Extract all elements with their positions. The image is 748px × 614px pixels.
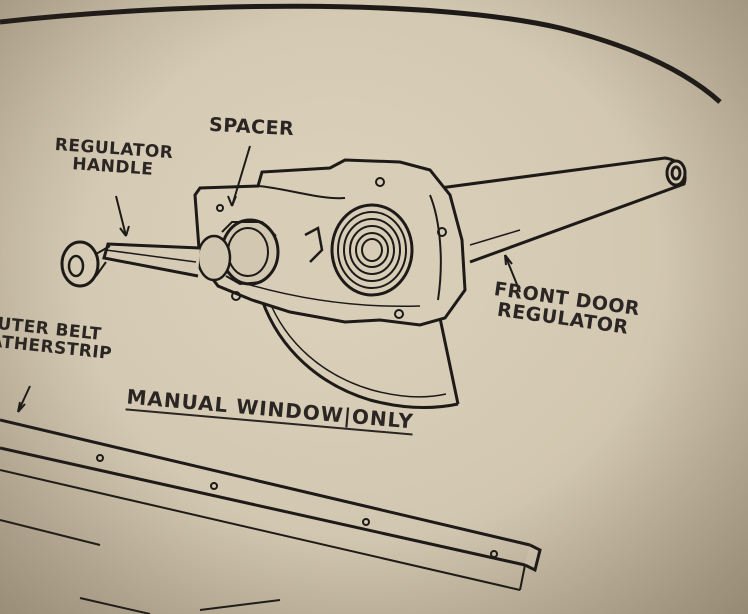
- manual-caption-part2: ONLY: [350, 404, 415, 434]
- regulator-arm: [439, 156, 687, 264]
- spiral-spring: [304, 203, 414, 297]
- spacer-label: SPACER: [208, 113, 295, 141]
- regulator-handle: [60, 240, 201, 288]
- page-border-curve: [0, 3, 722, 104]
- belt-weatherstrip: [0, 418, 542, 614]
- leader-lines: [17, 145, 521, 413]
